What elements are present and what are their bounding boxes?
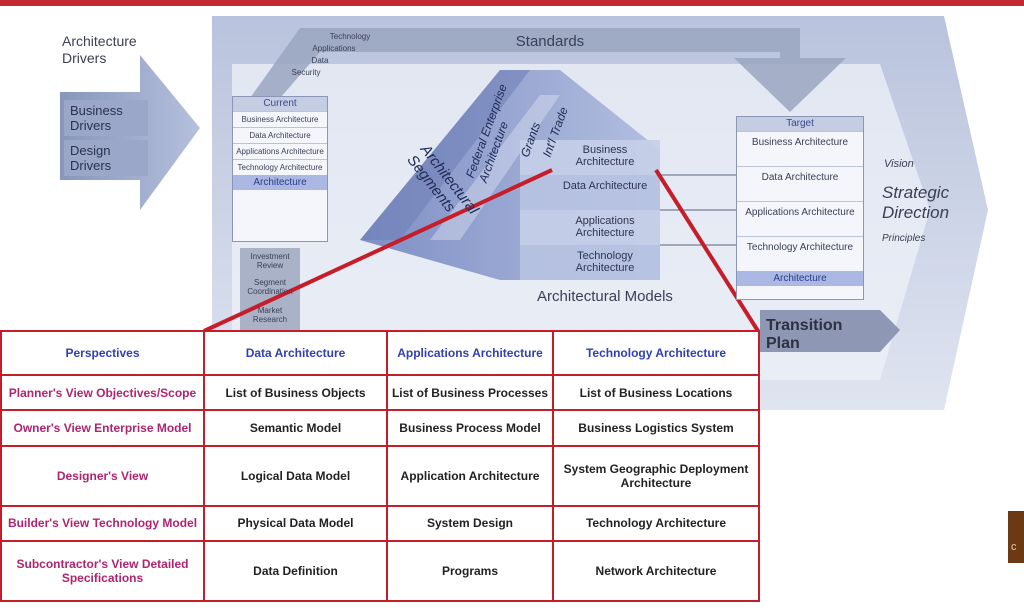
matrix-row: Designer's View Logical Data Model Appli… xyxy=(0,444,760,507)
tech-cell: Network Architecture xyxy=(552,539,760,603)
data-cell: Physical Data Model xyxy=(203,504,388,542)
standards-stack-applications: Applications xyxy=(312,44,356,53)
current-applications-architecture: Applications Architecture xyxy=(233,143,327,159)
header-data-architecture: Data Architecture xyxy=(203,330,388,376)
target-technology-architecture: Technology Architecture xyxy=(737,236,863,271)
current-business-architecture: Business Architecture xyxy=(233,111,327,127)
apps-cell: System Design xyxy=(386,504,554,542)
header-applications-architecture: Applications Architecture xyxy=(386,330,554,376)
transition-arrow xyxy=(760,310,900,352)
model-applications-architecture: Applications Architecture xyxy=(575,215,635,239)
perspective-cell: Subcontractor's View Detailed Specificat… xyxy=(0,539,205,603)
standards-arrow xyxy=(240,28,846,112)
vision-label: Vision xyxy=(884,158,914,170)
current-technology-architecture: Technology Architecture xyxy=(233,159,327,175)
target-business-architecture: Business Architecture xyxy=(737,131,863,166)
perspective-cell: Designer's View xyxy=(0,444,205,507)
tech-cell: System Geographic Deployment Architectur… xyxy=(552,444,760,507)
data-cell: Semantic Model xyxy=(203,409,388,447)
model-technology-architecture: Technology Architecture xyxy=(575,250,635,274)
header-technology-architecture: Technology Architecture xyxy=(552,330,760,376)
architecture-matrix: Perspectives Data Architecture Applicati… xyxy=(0,330,760,603)
target-architecture-panel: Target Business Architecture Data Archit… xyxy=(736,116,864,300)
target-applications-architecture: Applications Architecture xyxy=(737,201,863,236)
callout-line-left xyxy=(203,168,553,333)
top-rule xyxy=(0,0,1024,6)
transition-plan-label: Transition Plan xyxy=(766,317,843,352)
market-research-label: Market Research xyxy=(252,306,288,324)
callout-line-right xyxy=(654,168,760,333)
tech-cell: Technology Architecture xyxy=(552,504,760,542)
corner-badge-text: c xyxy=(1011,541,1017,553)
matrix-header-row: Perspectives Data Architecture Applicati… xyxy=(0,330,760,376)
business-drivers-label: Business Drivers xyxy=(64,100,148,136)
apps-cell: Business Process Model xyxy=(386,409,554,447)
perspective-cell: Builder's View Technology Model xyxy=(0,504,205,542)
segment-coordination-label: Segment Coordination xyxy=(247,278,293,296)
matrix-row: Owner's View Enterprise Model Semantic M… xyxy=(0,409,760,447)
target-title: Target xyxy=(737,117,863,131)
principles-label: Principles xyxy=(882,233,926,244)
standards-stack-technology: Technology xyxy=(329,32,371,41)
investment-review-label: Investment Review xyxy=(250,252,290,270)
matrix-row: Planner's View Objectives/Scope List of … xyxy=(0,373,760,412)
standards-label: Standards xyxy=(515,33,585,50)
apps-cell: List of Business Processes xyxy=(386,373,554,412)
tech-cell: Business Logistics System xyxy=(552,409,760,447)
apps-cell: Programs xyxy=(386,539,554,603)
tech-cell: List of Business Locations xyxy=(552,373,760,412)
data-cell: List of Business Objects xyxy=(203,373,388,412)
strategic-direction-label: Strategic Direction xyxy=(882,183,950,222)
model-business-architecture: Business Architecture xyxy=(575,144,635,168)
architectural-models-label: Architectural Models xyxy=(537,288,673,305)
design-drivers-label: Design Drivers xyxy=(64,140,148,176)
corner-badge: c xyxy=(1008,511,1024,563)
current-footer: Architecture xyxy=(233,175,327,190)
perspective-cell: Planner's View Objectives/Scope xyxy=(0,373,205,412)
model-data-architecture: Data Architecture xyxy=(562,180,648,192)
data-cell: Logical Data Model xyxy=(203,444,388,507)
standards-stack-security: Security xyxy=(291,68,321,77)
apps-cell: Application Architecture xyxy=(386,444,554,507)
current-title: Current xyxy=(233,97,327,111)
target-footer: Architecture xyxy=(737,271,863,286)
header-perspectives: Perspectives xyxy=(0,330,205,376)
current-architecture-panel: Current Business Architecture Data Archi… xyxy=(232,96,328,242)
matrix-row: Subcontractor's View Detailed Specificat… xyxy=(0,539,760,603)
drivers-title: Architecture Drivers xyxy=(62,33,137,66)
data-cell: Data Definition xyxy=(203,539,388,603)
matrix-row: Builder's View Technology Model Physical… xyxy=(0,504,760,542)
perspective-cell: Owner's View Enterprise Model xyxy=(0,409,205,447)
target-data-architecture: Data Architecture xyxy=(737,166,863,201)
current-data-architecture: Data Architecture xyxy=(233,127,327,143)
standards-stack-data: Data xyxy=(311,56,329,65)
